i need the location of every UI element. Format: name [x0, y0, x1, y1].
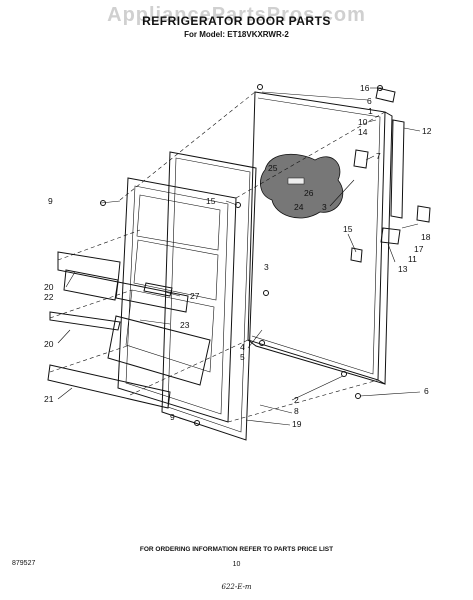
assembly-lines: [49, 91, 386, 423]
callout-12: 12: [422, 126, 432, 136]
callout-24: 24: [294, 202, 304, 212]
callout-14: 14: [358, 127, 368, 137]
callout-3: 3: [322, 202, 327, 212]
callout-9b: 9: [170, 412, 175, 422]
watermark: AppliancePartsPros.com: [107, 4, 366, 26]
callout-8: 8: [294, 406, 299, 416]
callout-6b: 6: [424, 386, 429, 396]
outer-door-panel: [247, 91, 393, 385]
callout-13: 13: [398, 264, 408, 274]
callout-6: 6: [367, 96, 372, 106]
callout-numbers: 16 6 1 10 14 12 7 25 26 24 3 15 11 17 18…: [44, 83, 432, 429]
model-subtitle: For Model: ET18VKXRWR-2: [184, 30, 289, 39]
callout-7: 7: [376, 151, 381, 161]
callout-4: 4: [240, 342, 245, 352]
callout-23: 23: [180, 320, 190, 330]
callout-15: 15: [206, 196, 216, 206]
callout-11: 11: [408, 254, 417, 264]
door-gasket: [161, 151, 257, 441]
callout-10: 10: [358, 117, 368, 127]
leader-lines: [57, 87, 421, 426]
ordering-info: FOR ORDERING INFORMATION REFER TO PARTS …: [139, 546, 334, 553]
callout-18: 18: [421, 232, 431, 242]
callout-25: 25: [268, 163, 278, 173]
page-number: 10: [232, 561, 241, 568]
callout-27: 27: [190, 291, 200, 301]
inner-door-liner: [117, 177, 237, 423]
callout-1: 1: [368, 106, 373, 116]
callout-3b: 3: [264, 262, 269, 272]
handwritten-note: 622-E-m: [221, 583, 252, 591]
callout-17: 17: [414, 244, 424, 254]
detail-inset: [260, 153, 344, 219]
callout-20: 20: [44, 282, 54, 292]
callout-19: 19: [292, 419, 302, 429]
callout-26: 26: [304, 188, 314, 198]
fasteners: [100, 84, 383, 426]
callout-15b: 15: [343, 224, 353, 234]
callout-21: 21: [44, 394, 54, 404]
callout-16: 16: [360, 83, 370, 93]
callout-5: 5: [240, 352, 245, 362]
callout-2: 2: [294, 395, 299, 405]
diagram-title: REFRIGERATOR DOOR PARTS: [142, 14, 331, 28]
callout-20b: 20: [44, 339, 54, 349]
document-number: 879527: [12, 560, 36, 567]
callout-22: 22: [44, 292, 54, 302]
door-shelves: [47, 251, 211, 409]
callout-9: 9: [48, 196, 53, 206]
hinge-parts: [350, 87, 431, 263]
